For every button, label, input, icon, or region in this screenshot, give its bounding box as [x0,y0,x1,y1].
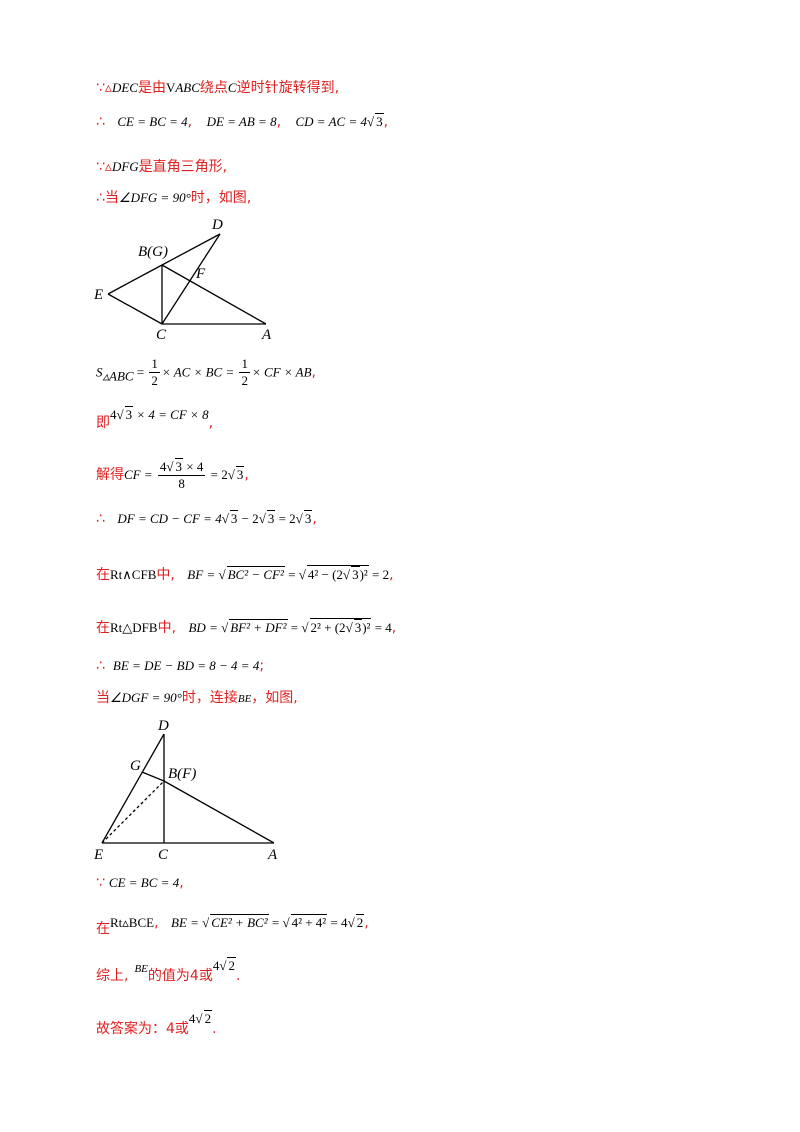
label-a: A [261,327,272,343]
label-d: D [157,718,169,734]
compute-bd: 在Rt△DFB中, BD = √BF² + DF² = √2² + (2√3)²… [96,618,397,636]
case-one-heading: ∴当∠DFG = 90°时，如图, [96,190,252,206]
case-two-heading: 当∠DGF = 90°时，连接BE，如图, [96,690,298,706]
label-c: C [158,847,169,863]
label-e: E [93,847,103,863]
compute-df: ∴ DF = CD − CF = 4√3 − 2√3 = 2√3, [96,510,317,527]
statement-lengths: ∴ CE = BC = 4, DE = AB = 8, CD = AC = 4√… [96,113,389,130]
compute-bf: 在Rt∧CFB中, BF = √BC² − CF² = √4² − (2√3)²… [96,565,394,583]
compute-be-case-two: 在Rt▵BCE, BE = √CE² + BC² = √4² + 4² = 4√… [96,914,369,937]
label-bg: B(G) [138,244,168,260]
figure-case-one: D B(G) F E C A [93,217,272,343]
summary: 综上,BE的值为4或4√2. [96,957,241,984]
area-substituted: 即4√3 × 4 = CF × 8, [96,406,214,431]
statement-rotation: ∵▵DEC是由VABC绕点C逆时针旋转得到, [96,80,340,96]
compute-be-case-one: ∴BE = DE − BD = 8 − 4 = 4; [96,658,265,674]
label-d: D [211,217,223,233]
label-e: E [93,287,103,303]
label-f: F [195,266,206,282]
label-a: A [267,847,278,863]
label-bf: B(F) [168,766,196,782]
statement-ce-bc: ∵CE = BC = 4, [96,875,184,891]
figure-case-two: D G B(F) E C A [93,718,278,863]
label-c: C [156,327,167,343]
final-answer: 故答案为：4或4√2. [96,1010,217,1037]
statement-right-triangle: ∵▵DFG是直角三角形, [96,159,228,175]
label-g: G [130,758,141,774]
